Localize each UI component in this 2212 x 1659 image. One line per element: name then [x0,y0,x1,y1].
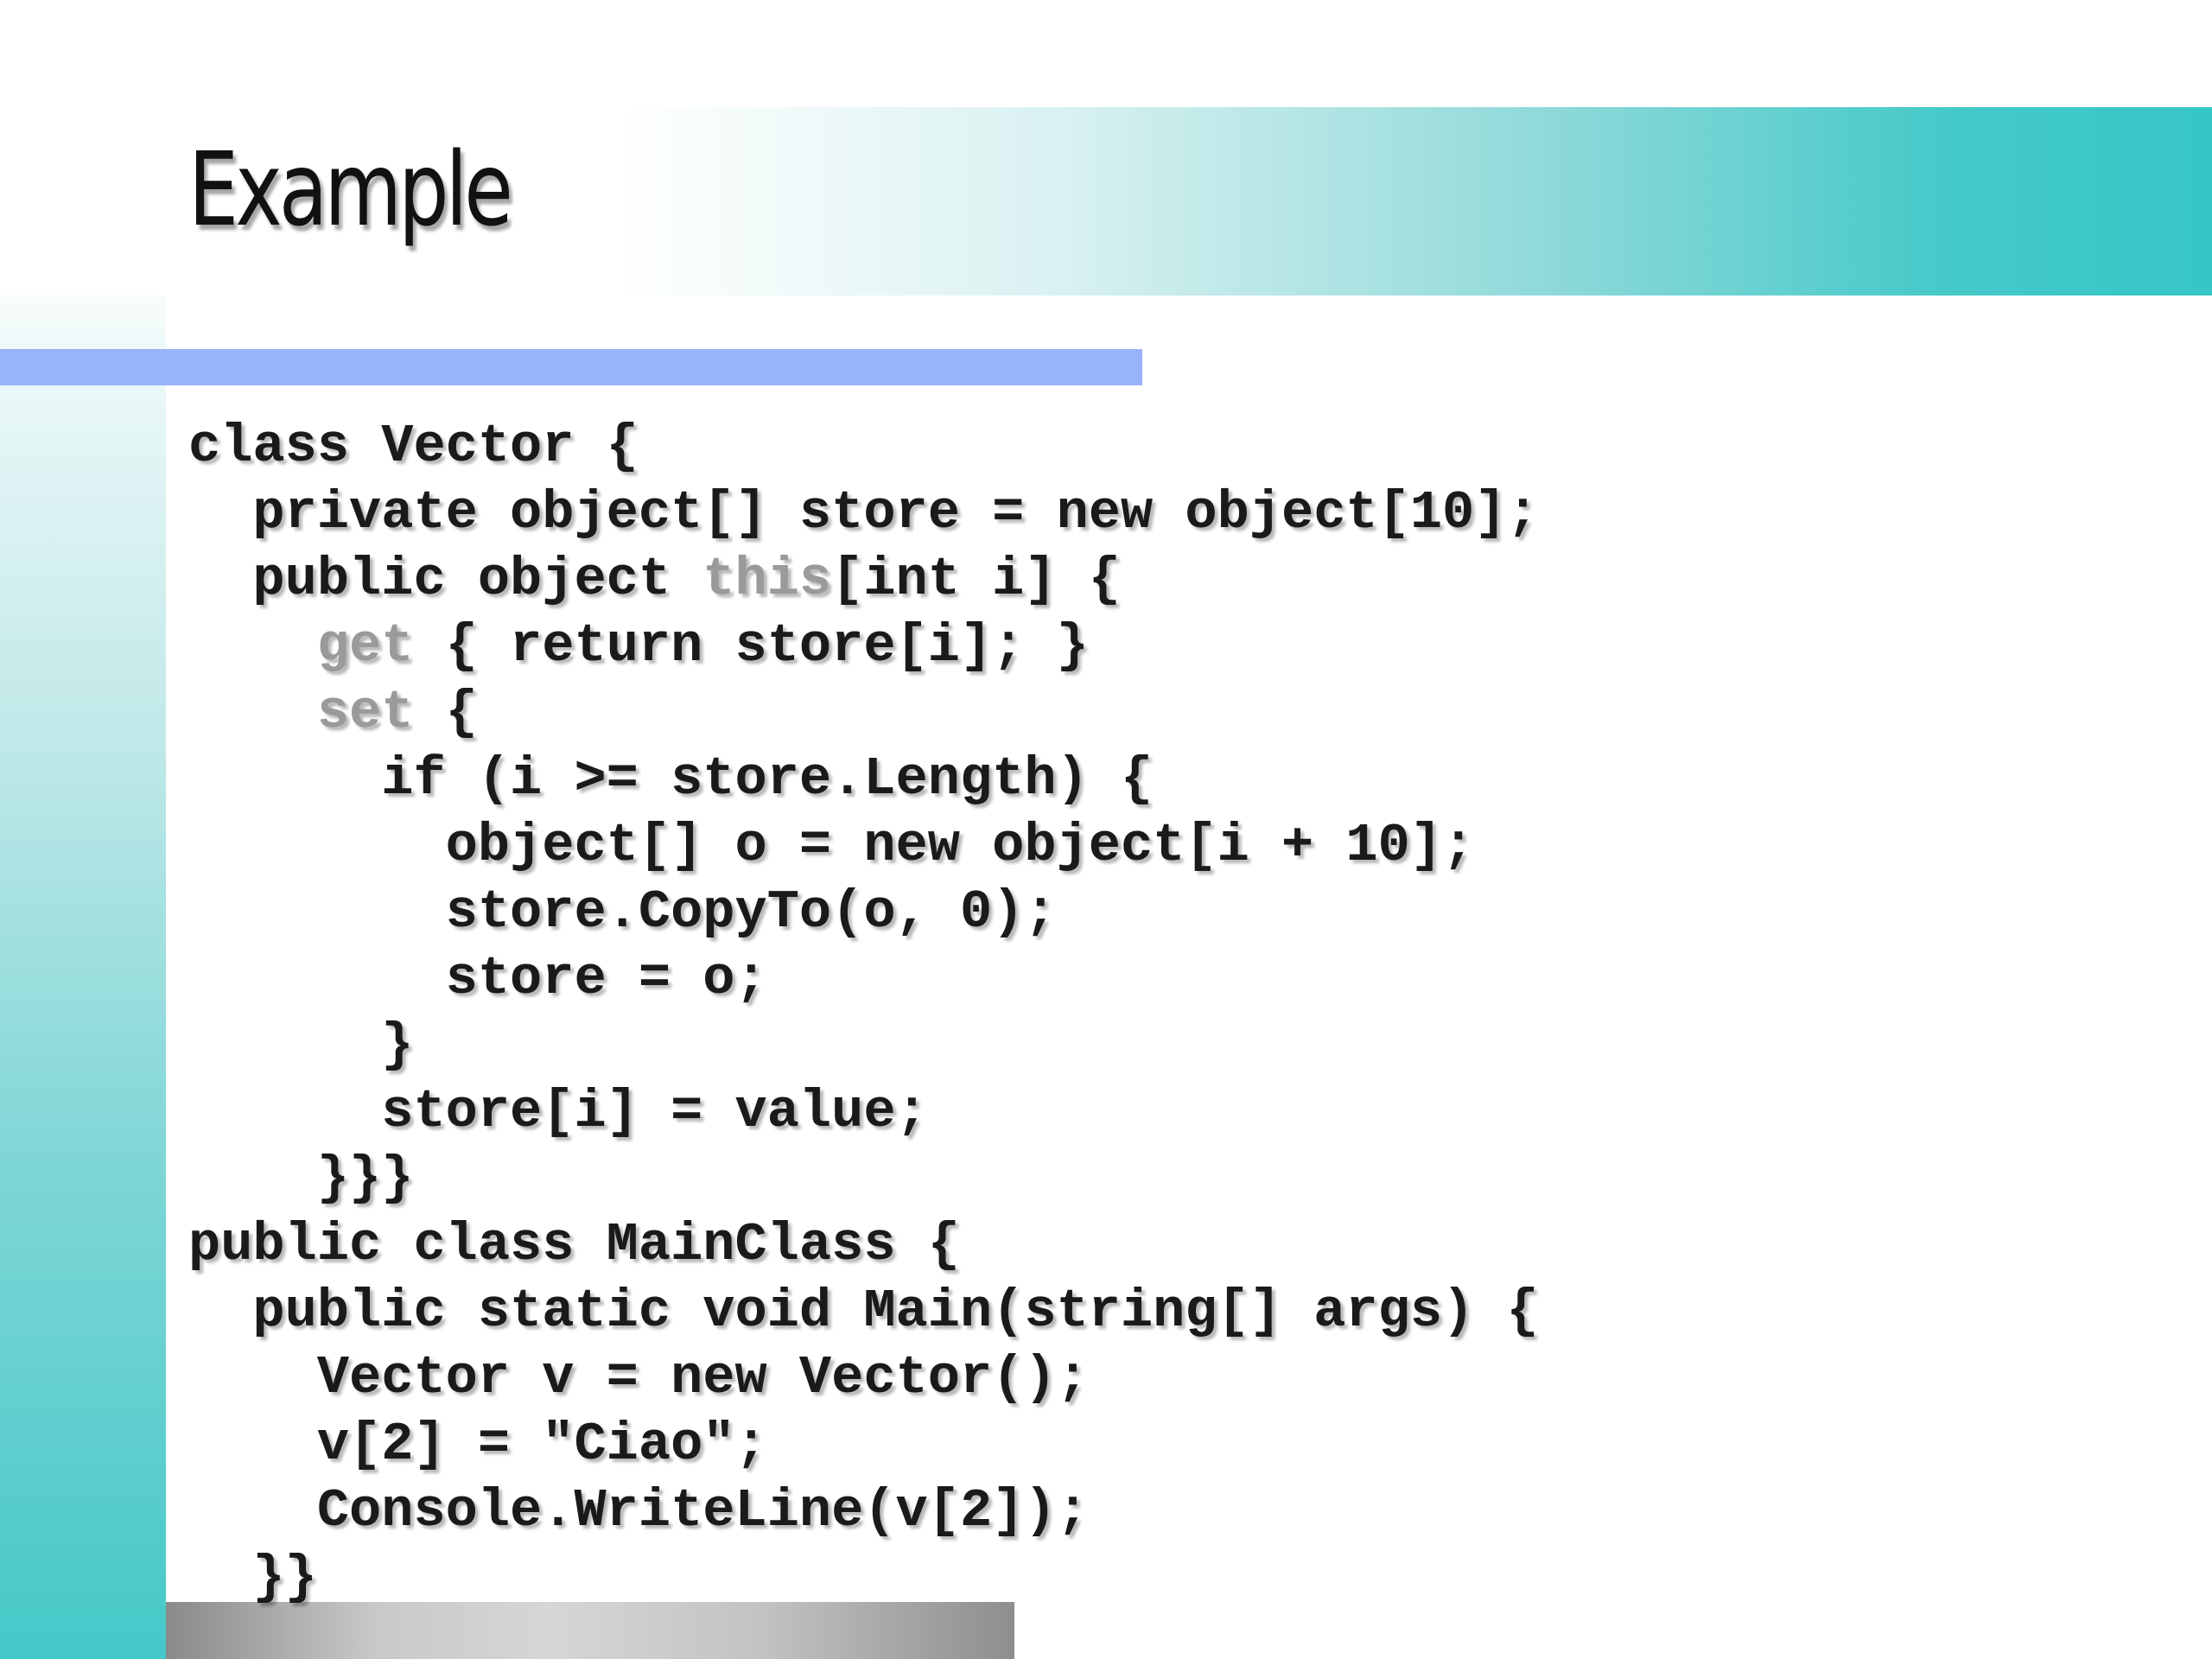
code-line: public object this[int i] { [188,546,1539,613]
code-segment: [int i] { [831,549,1121,610]
code-segment: store[i] = value; [188,1081,928,1142]
code-line: public static void Main(string[] args) { [188,1278,1539,1344]
slide-title: Example [188,130,513,249]
code-segment: } [188,1014,414,1076]
code-line: Console.WriteLine(v[2]); [188,1478,1539,1544]
code-segment [188,615,317,677]
code-segment: { return store[i]; } [413,615,1089,677]
code-segment: store.CopyTo(o, 0); [188,881,1057,943]
code-segment: object[] o = new object[i + 10]; [188,815,1475,876]
code-keyword-muted: get [316,615,414,677]
code-segment: store = o; [188,948,767,1009]
title-gradient-band [0,107,2212,296]
code-segment: Console.WriteLine(v[2]); [188,1480,1089,1541]
code-segment: }}} [188,1147,414,1209]
accent-bar [0,349,1142,385]
code-line: store.CopyTo(o, 0); [188,879,1539,945]
code-segment: private object[] store = new object[10]; [188,482,1539,543]
code-line: set { [188,679,1539,746]
code-line: public class MainClass { [188,1211,1539,1278]
code-line: } [188,1012,1539,1078]
code-block: class Vector { private object[] store = … [188,413,1539,1611]
left-strip-fade [0,0,166,346]
code-line: private object[] store = new object[10]; [188,480,1539,546]
code-segment: v[2] = "Ciao"; [188,1414,767,1475]
code-line: object[] o = new object[i + 10]; [188,812,1539,879]
code-segment: class Vector { [188,416,639,477]
code-line: class Vector { [188,413,1539,480]
code-segment: public class MainClass { [188,1214,960,1275]
code-keyword-muted: this [702,549,832,610]
code-line: }} [188,1544,1539,1611]
code-line: v[2] = "Ciao"; [188,1411,1539,1478]
code-segment: public static void Main(string[] args) { [188,1281,1539,1342]
code-keyword-muted: set [316,682,414,743]
code-segment [188,682,317,743]
code-segment: public object [188,549,703,610]
code-line: Vector v = new Vector(); [188,1344,1539,1411]
code-segment: { [413,682,478,743]
code-segment: if (i >= store.Length) { [188,748,1154,810]
code-line: get { return store[i]; } [188,613,1539,679]
code-segment: Vector v = new Vector(); [188,1347,1089,1408]
footer-bar [166,1602,1014,1659]
code-line: if (i >= store.Length) { [188,746,1539,812]
code-line: store = o; [188,945,1539,1012]
code-line: store[i] = value; [188,1078,1539,1145]
code-line: }}} [188,1145,1539,1211]
code-segment: }} [188,1547,317,1608]
